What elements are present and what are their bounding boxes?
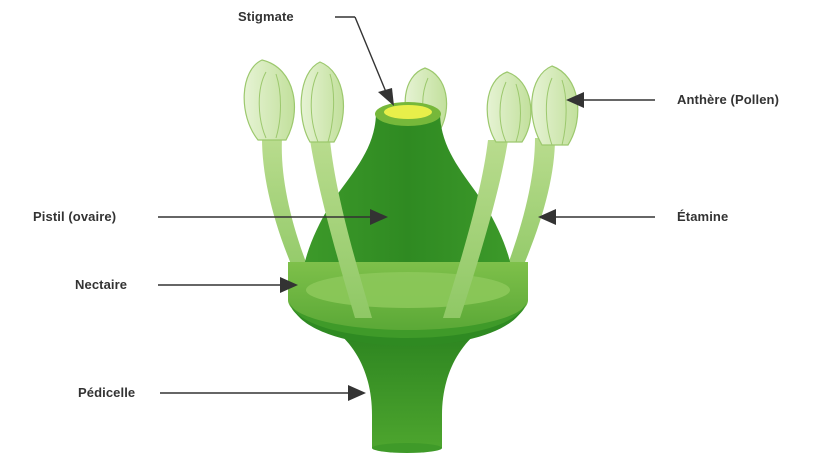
label-pedicelle: Pédicelle	[78, 385, 135, 400]
stigma-top	[384, 105, 432, 119]
label-stigmate: Stigmate	[238, 9, 294, 24]
arrow-anthere	[566, 92, 655, 108]
label-anthere: Anthère (Pollen)	[677, 92, 779, 107]
anther-back-right	[532, 66, 578, 145]
label-nectaire: Nectaire	[75, 277, 127, 292]
nectary-inner	[306, 272, 510, 308]
label-pistil: Pistil (ovaire)	[33, 209, 116, 224]
pedicel-base	[372, 443, 442, 453]
arrow-etamine	[538, 209, 655, 225]
label-etamine: Étamine	[677, 209, 728, 224]
anther-front-right	[487, 72, 531, 142]
arrow-pedicelle	[160, 385, 366, 401]
anther-front-left	[301, 62, 343, 142]
arrow-nectaire	[158, 277, 298, 293]
arrow-stigmate	[335, 17, 394, 106]
anther-back-left	[244, 60, 294, 140]
